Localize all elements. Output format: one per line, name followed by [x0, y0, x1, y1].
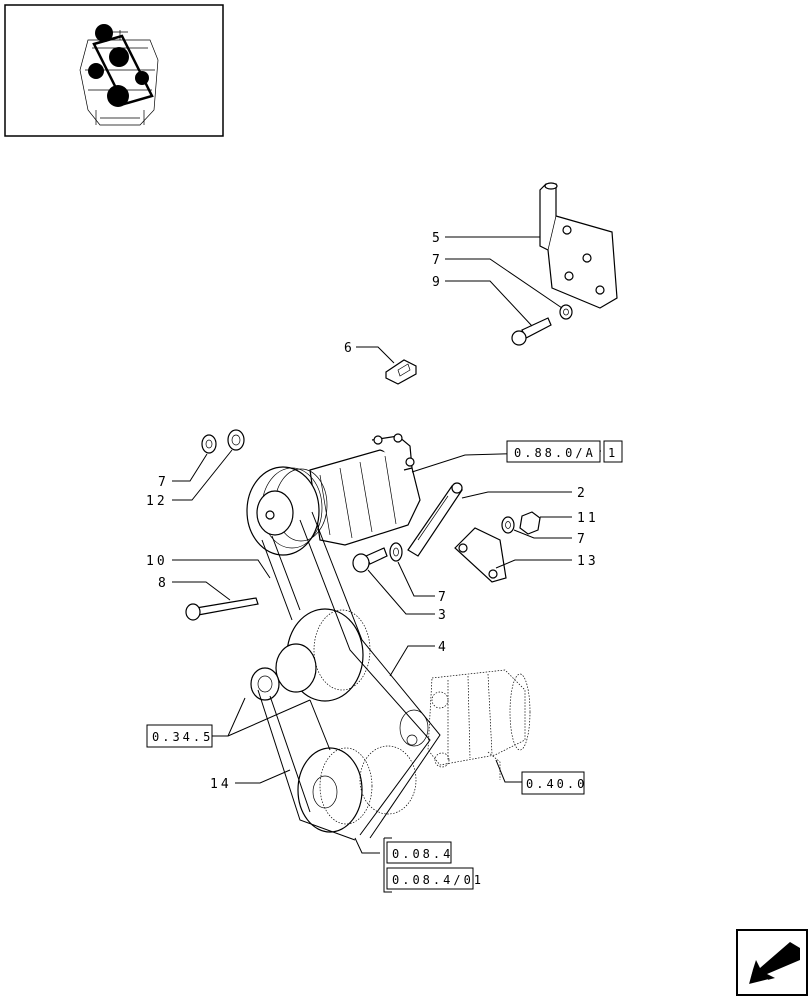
- engine-location-thumbnail[interactable]: [4, 4, 224, 137]
- bracket-part-5: [539, 182, 618, 309]
- label-12: 12: [146, 494, 168, 509]
- ref-box-sheet-1[interactable]: 1: [603, 440, 623, 463]
- spacer-part-12: [227, 429, 245, 451]
- engine-thumbnail-icon: [79, 24, 159, 126]
- ref-text-0-40-0: 0.40.0: [526, 777, 587, 791]
- label-14: 14: [210, 777, 232, 792]
- label-5: 5: [432, 231, 443, 246]
- ref-box-0-40-0[interactable]: 0.40.0: [521, 771, 587, 795]
- clip-part-6: [385, 359, 417, 385]
- adjusting-link-part-2: [407, 482, 463, 557]
- belt-part-14: [257, 689, 356, 841]
- ref-text-0-88-0-a: 0.88.0/A: [514, 446, 596, 460]
- label-13: 13: [577, 554, 599, 569]
- nut-part-11: [519, 511, 541, 535]
- starter-motor: [427, 669, 531, 780]
- ref-box-0-08-4[interactable]: 0.08.4: [383, 837, 453, 893]
- belt-part-4: [299, 511, 441, 839]
- label-7: 7: [577, 532, 588, 547]
- label-10: 10: [146, 554, 168, 569]
- ref-sheet-number: 1: [608, 446, 618, 460]
- fan-pulley: [297, 747, 373, 833]
- arrow-back-icon: [746, 942, 800, 987]
- label-4: 4: [438, 640, 449, 655]
- ref-box-0-34-5[interactable]: 0.34.5: [146, 724, 213, 748]
- label-7: 7: [438, 590, 449, 605]
- bracket-part-13: [454, 527, 507, 583]
- leader-lines: [172, 236, 602, 854]
- compressor-unit: [309, 433, 421, 546]
- ref-text-0-34-5: 0.34.5: [152, 730, 213, 744]
- crank-pulley-assembly: [250, 608, 371, 702]
- ref-box-0-88-0-a[interactable]: 0.88.0/A: [506, 440, 601, 463]
- label-11: 11: [577, 511, 599, 526]
- washer-part-7-top: [559, 304, 573, 320]
- washer-part-7-right: [501, 516, 515, 534]
- bolt-part-3: [352, 547, 388, 573]
- compressor-pulley: [246, 466, 328, 556]
- idler-pulley: [359, 709, 429, 815]
- back-navigation-button[interactable]: [736, 929, 808, 996]
- ref-text-0-08-4-01: 0.08.4/01: [392, 873, 484, 887]
- bolt-part-8: [185, 597, 259, 621]
- label-3: 3: [438, 608, 449, 623]
- belt-part-10: [261, 535, 301, 621]
- bolt-part-9: [511, 317, 552, 346]
- label-8: 8: [158, 576, 169, 591]
- ref-box-0-08-4-01[interactable]: 0.08.4/01: [386, 867, 484, 890]
- label-6: 6: [344, 341, 355, 356]
- label-9: 9: [432, 275, 443, 290]
- ref-text-0-08-4: 0.08.4: [392, 847, 453, 861]
- washer-part-7-center: [389, 542, 403, 562]
- label-7: 7: [158, 475, 169, 490]
- label-7: 7: [432, 253, 443, 268]
- washer-part-7-left: [201, 434, 217, 454]
- label-2: 2: [577, 486, 588, 501]
